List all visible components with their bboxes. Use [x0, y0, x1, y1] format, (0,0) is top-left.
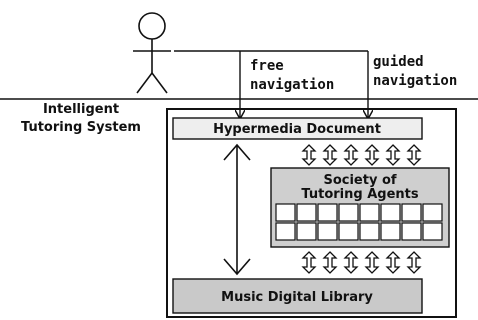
- up-arrow-head: [223, 143, 251, 161]
- double-arrow-icon: [385, 251, 401, 274]
- navigation-connectors: [174, 50, 368, 118]
- system-label-1: Intelligent: [43, 102, 119, 117]
- user-left-leg: [136, 72, 153, 94]
- double-arrow-icon: [322, 251, 338, 274]
- agent-cell: [338, 203, 359, 222]
- down-arrow-head: [223, 258, 251, 276]
- guided-navigation-label-2: navigation: [373, 73, 457, 89]
- double-arrow-icon: [343, 251, 359, 274]
- agent-cell: [296, 203, 317, 222]
- agent-cell: [359, 222, 380, 241]
- music-library-box: [172, 278, 423, 314]
- agent-cell: [380, 203, 401, 222]
- double-arrow-icon: [406, 144, 422, 166]
- double-arrow-icon: [364, 251, 380, 274]
- agent-cell: [380, 222, 401, 241]
- agent-cell: [401, 203, 422, 222]
- agent-cell: [296, 222, 317, 241]
- agent-cell: [422, 222, 443, 241]
- tutoring-agents-label-2: Tutoring Agents: [301, 187, 418, 202]
- double-arrow-icon: [406, 251, 422, 274]
- agent-cell: [275, 222, 296, 241]
- user-figure: [133, 12, 171, 94]
- guided-navigation-label-1: guided: [373, 54, 424, 70]
- hypermedia-document-box: [172, 117, 423, 140]
- tutoring-agents-label-1: Society of: [323, 173, 396, 188]
- system-label-2: Tutoring System: [21, 120, 141, 135]
- user-right-leg: [151, 72, 168, 94]
- agent-cell: [317, 203, 338, 222]
- double-arrow-icon: [322, 144, 338, 166]
- double-arrow-icon: [301, 251, 317, 274]
- agent-grid: [275, 203, 443, 241]
- double-arrow-icon: [301, 144, 317, 166]
- agent-cell: [401, 222, 422, 241]
- double-arrow-icon: [385, 144, 401, 166]
- system-frame: [166, 108, 457, 318]
- hypermedia-document-label: Hypermedia Document: [213, 122, 381, 137]
- music-library-label: Music Digital Library: [221, 290, 373, 305]
- free-navigation-label-1: free: [250, 58, 284, 74]
- agent-cell: [275, 203, 296, 222]
- agent-cell: [422, 203, 443, 222]
- double-arrow-icon: [343, 144, 359, 166]
- agent-cell: [359, 203, 380, 222]
- free-navigation-label-2: navigation: [250, 77, 334, 93]
- double-arrow-icon: [364, 144, 380, 166]
- user-head: [138, 12, 166, 40]
- agent-document-arrows: [301, 144, 422, 166]
- agent-library-arrows: [301, 251, 422, 274]
- agent-cell: [317, 222, 338, 241]
- agent-cell: [338, 222, 359, 241]
